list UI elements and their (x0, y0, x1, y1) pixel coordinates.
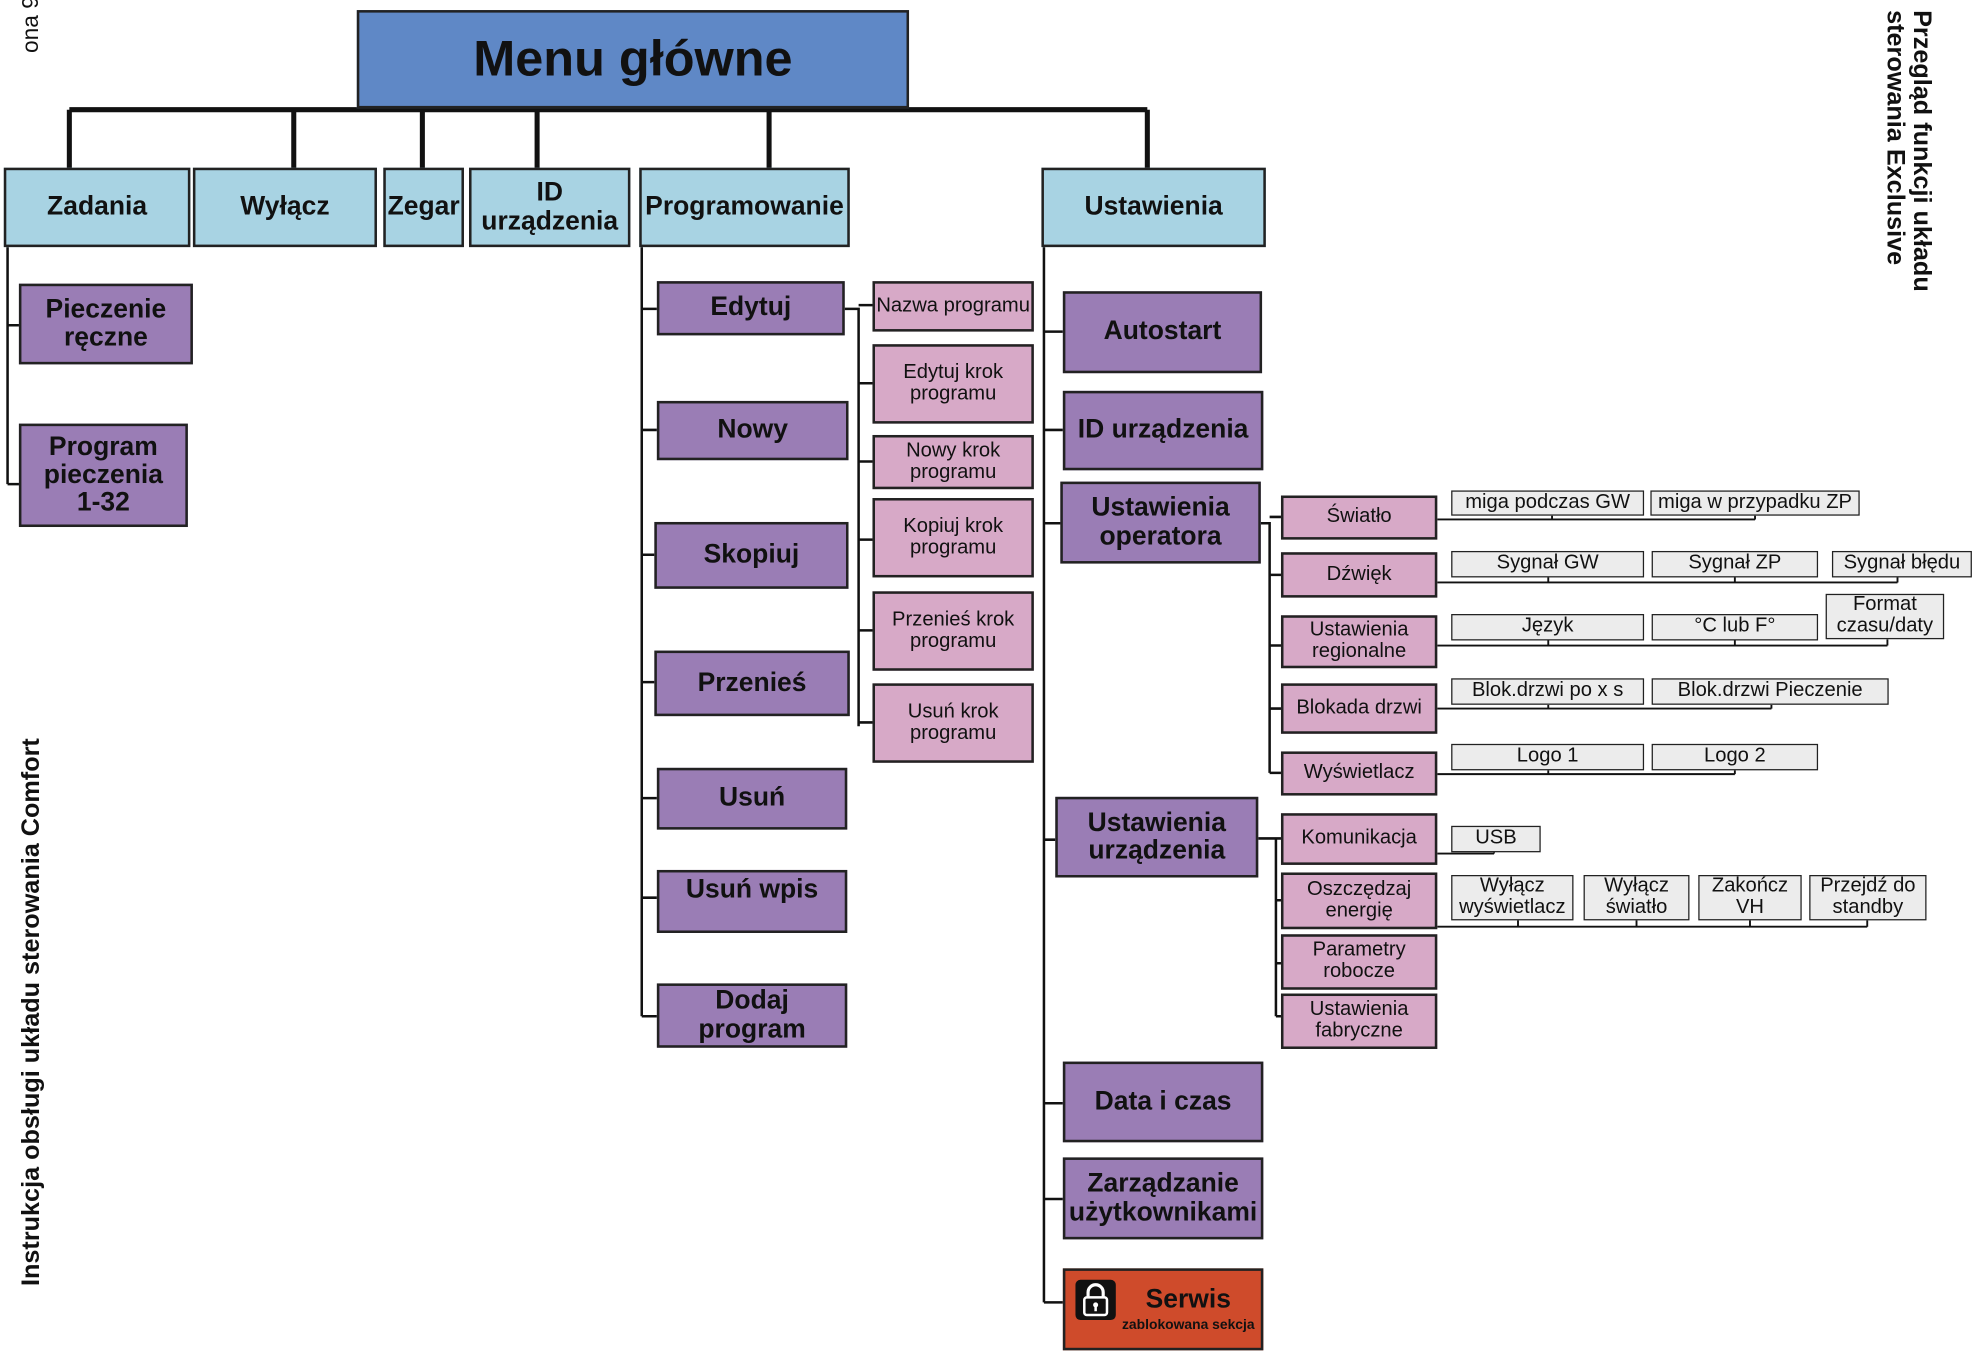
item-nowy[interactable]: Nowy (656, 400, 849, 461)
option-c-lub-f[interactable]: °C lub F° (1651, 614, 1819, 641)
item-serwis[interactable]: Serwis zablokowana sekcja (1062, 1268, 1264, 1351)
option-wylacz-swiatlo[interactable]: Wyłącz światło (1583, 874, 1690, 921)
item-przenies[interactable]: Przenieś (654, 650, 850, 717)
subitem-edytuj-krok[interactable]: Edytuj krok programu (872, 344, 1034, 424)
subitem-ustawienia-fabryczne[interactable]: Ustawienia fabryczne (1280, 993, 1438, 1049)
subitem-kopiuj-krok[interactable]: Kopiuj krok programu (872, 498, 1034, 578)
subitem-parametry-robocze[interactable]: Parametry robocze (1280, 934, 1438, 990)
item-ustawienia-operatora[interactable]: Ustawienia operatora (1060, 481, 1261, 564)
option-sygnal-gw[interactable]: Sygnał GW (1451, 550, 1645, 578)
option-miga-podczas-gw[interactable]: miga podczas GW (1451, 490, 1645, 516)
item-dodaj-program[interactable]: Dodaj program (656, 983, 848, 1048)
option-logo-1[interactable]: Logo 1 (1451, 743, 1645, 771)
subitem-usun-krok[interactable]: Usuń krok programu (872, 683, 1034, 763)
item-usun[interactable]: Usuń (656, 767, 848, 830)
option-sygnal-zp[interactable]: Sygnał ZP (1651, 550, 1819, 578)
item-pieczenie-reczne[interactable]: Pieczenie ręczne (18, 283, 193, 365)
option-miga-w-przypadku-zp[interactable]: miga w przypadku ZP (1650, 490, 1860, 516)
category-zegar[interactable]: Zegar (383, 167, 464, 248)
item-autostart[interactable]: Autostart (1062, 291, 1263, 374)
category-zadania[interactable]: Zadania (3, 167, 191, 248)
item-skopiuj[interactable]: Skopiuj (654, 521, 849, 589)
item-zarzadzanie-uzytkownikami[interactable]: Zarządzanie użytkownikami (1062, 1157, 1264, 1240)
subitem-komunikacja[interactable]: Komunikacja (1280, 813, 1438, 865)
page-edge-text: ona 9 (17, 0, 43, 53)
option-usb[interactable]: USB (1451, 825, 1541, 853)
serwis-label: Serwis (1145, 1284, 1231, 1314)
subitem-blokada-drzwi[interactable]: Blokada drzwi (1280, 683, 1438, 734)
subitem-przenies-krok[interactable]: Przenieś krok programu (872, 591, 1034, 671)
subitem-oszczedzaj-energie[interactable]: Oszczędzaj energię (1280, 872, 1438, 930)
option-blok-drzwi-pieczenie[interactable]: Blok.drzwi Pieczenie (1651, 678, 1889, 705)
lock-icon (1075, 1279, 1116, 1321)
option-jezyk[interactable]: Język (1451, 614, 1645, 641)
item-ustawienia-urzadzenia[interactable]: Ustawienia urządzenia (1055, 796, 1259, 878)
item-program-pieczenia[interactable]: Program pieczenia 1-32 (18, 423, 188, 528)
category-programowanie[interactable]: Programowanie (639, 167, 850, 248)
item-edytuj[interactable]: Edytuj (656, 281, 845, 336)
option-format-czasu-daty[interactable]: Format czasu/daty (1825, 593, 1945, 640)
option-wylacz-wyswietlacz[interactable]: Wyłącz wyświetlacz (1451, 874, 1574, 921)
subitem-swiatlo[interactable]: Światło (1280, 495, 1438, 540)
option-logo-2[interactable]: Logo 2 (1651, 743, 1819, 771)
category-id-urzadzenia[interactable]: ID urządzenia (469, 167, 631, 248)
item-usun-wpis[interactable]: Usuń wpis (656, 869, 848, 933)
option-przejdz-do-standby[interactable]: Przejdź do standby (1809, 874, 1927, 921)
item-id-urzadzenia[interactable]: ID urządzenia (1062, 390, 1264, 471)
menu-title: Menu główne (356, 10, 910, 109)
option-blok-drzwi-po-x-s[interactable]: Blok.drzwi po x s (1451, 678, 1645, 705)
subitem-nazwa-programu[interactable]: Nazwa programu (872, 281, 1034, 332)
subitem-dzwiek[interactable]: Dźwięk (1280, 552, 1438, 598)
category-wylacz[interactable]: Wyłącz (192, 167, 377, 248)
item-data-i-czas[interactable]: Data i czas (1062, 1061, 1264, 1143)
manual-heading: Instrukcja obsługi układu sterowania Com… (17, 738, 46, 1287)
option-sygnal-bledu[interactable]: Sygnał błędu (1831, 550, 1972, 578)
subitem-wyswietlacz[interactable]: Wyświetlacz (1280, 751, 1438, 796)
subitem-ustawienia-regionalne[interactable]: Ustawienia regionalne (1280, 615, 1438, 669)
category-ustawienia[interactable]: Ustawienia (1041, 167, 1266, 248)
serwis-locked-note: zablokowana sekcja (1121, 1317, 1255, 1333)
option-zakoncz-vh[interactable]: Zakończ VH (1698, 874, 1802, 921)
subitem-nowy-krok[interactable]: Nowy krok programu (872, 434, 1034, 490)
overview-heading: Przegląd funkcji układu sterowania Exclu… (1881, 10, 1936, 292)
